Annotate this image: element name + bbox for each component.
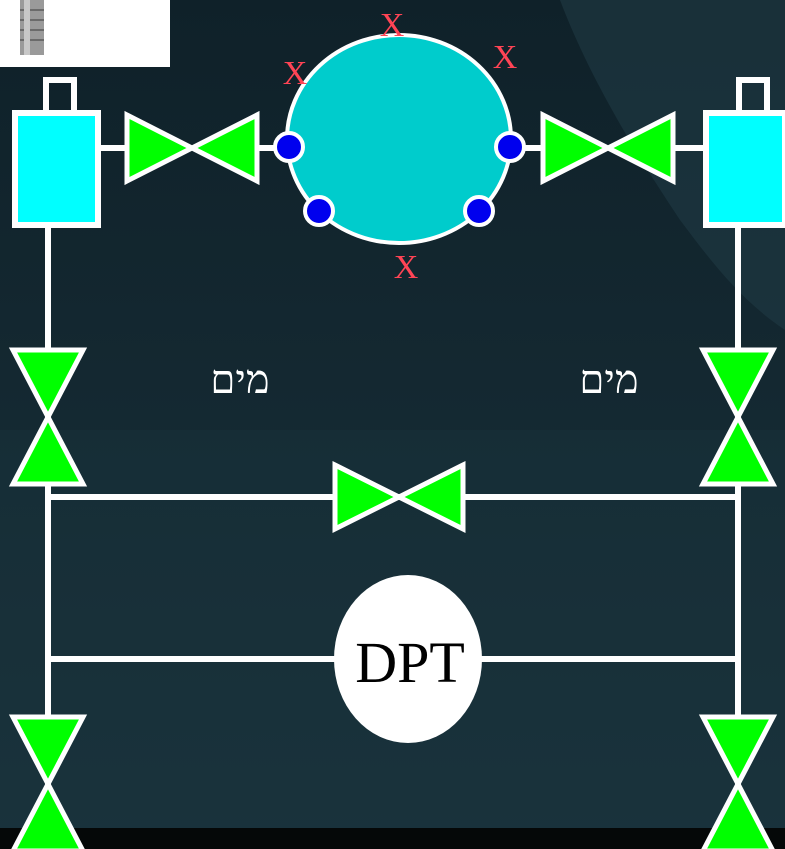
water-label-right: מים (579, 357, 638, 403)
fitting-highlight (24, 0, 30, 55)
condensate-chambers (12, 77, 785, 228)
right-chamber-cap (736, 77, 770, 116)
pipe-fitting-photo (0, 0, 170, 67)
valve-icon[interactable] (332, 460, 466, 534)
right-chamber (703, 110, 785, 228)
tap-point (463, 195, 495, 227)
valve-icon[interactable] (540, 110, 676, 186)
orifice: X X X X (273, 7, 526, 286)
valve-icon[interactable] (124, 110, 260, 186)
valve-icon[interactable] (8, 347, 88, 487)
x-mark: X (283, 55, 308, 92)
tap-point (303, 195, 335, 227)
left-chamber-cap (43, 77, 77, 116)
dpt-label: DPT (355, 630, 465, 695)
tap-point (494, 131, 526, 163)
left-chamber (12, 110, 101, 228)
dpt-body[interactable] (334, 575, 482, 743)
valve-icon[interactable] (8, 714, 88, 849)
valves (8, 110, 778, 849)
x-mark: X (380, 7, 405, 44)
dpt-sensor[interactable]: DPT (334, 575, 482, 743)
tap-point (273, 131, 305, 163)
bottom-bar (0, 828, 785, 849)
water-label-left: מים (210, 357, 269, 403)
valve-icon[interactable] (698, 714, 778, 849)
x-mark: X (493, 39, 518, 76)
x-mark: X (394, 249, 419, 286)
fitting-body (20, 0, 44, 55)
valve-icon[interactable] (698, 347, 778, 487)
